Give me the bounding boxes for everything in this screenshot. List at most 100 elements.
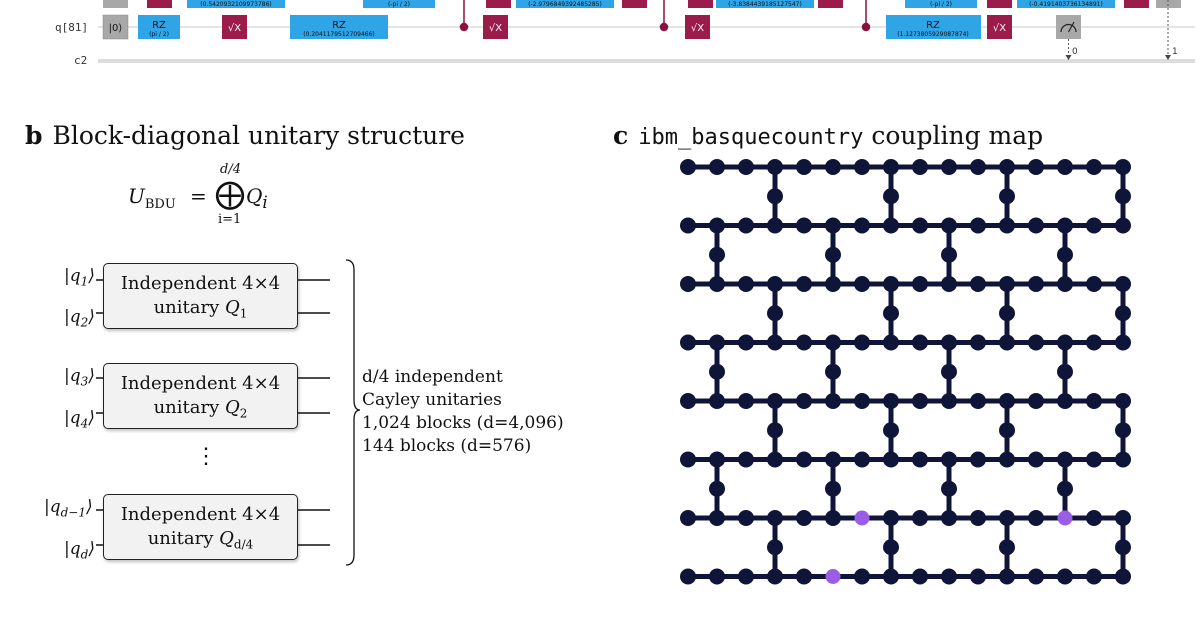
qubit-node bbox=[912, 568, 928, 585]
top-param-5: (-pi / 2) bbox=[930, 1, 952, 8]
sx-gate-4-label: √X bbox=[993, 23, 1006, 34]
qubit-node bbox=[796, 393, 812, 409]
qubit-node bbox=[825, 334, 841, 351]
circuit-wires bbox=[98, 26, 1195, 63]
coupling-nodes bbox=[680, 159, 1131, 585]
qubit-node bbox=[999, 159, 1015, 175]
qubit-node bbox=[738, 276, 754, 292]
unitary-block-q1: Independent 4×4 unitary Q1 bbox=[103, 263, 298, 329]
qubit-node bbox=[1057, 393, 1073, 409]
qubit-node bbox=[825, 217, 841, 234]
qubit-node bbox=[796, 276, 812, 292]
qubit-node bbox=[680, 451, 696, 468]
rz-gate-1-param: (pi / 2) bbox=[149, 31, 169, 38]
qubit-node bbox=[1057, 363, 1073, 380]
vertical-ellipsis: ⋮ bbox=[195, 444, 217, 469]
qubit-node bbox=[825, 159, 841, 175]
sx-gate-2-label: √X bbox=[489, 23, 502, 34]
top-row-gates: (0.5420932109973786) (-pi / 2) (-2.97968… bbox=[103, 0, 1181, 8]
qubit-node bbox=[680, 393, 696, 409]
panel-b-title-text: Block-diagonal unitary structure bbox=[52, 121, 465, 150]
equation-term: Qi bbox=[246, 184, 268, 212]
qubit-node bbox=[709, 393, 725, 409]
qubit-node bbox=[709, 451, 725, 468]
brace-line-4: 144 blocks (d=576) bbox=[362, 436, 532, 456]
qubit-node bbox=[1086, 393, 1102, 409]
top-param-2: (-pi / 2) bbox=[388, 1, 410, 8]
qubit-node bbox=[941, 334, 957, 351]
qubit-node bbox=[825, 510, 841, 526]
rz-gate-1-label: RZ bbox=[152, 20, 166, 31]
qubit-node bbox=[1028, 510, 1044, 526]
qubit-node bbox=[767, 276, 783, 292]
qubit-node bbox=[1028, 159, 1044, 175]
qubit-node bbox=[680, 159, 696, 175]
qubit-node bbox=[854, 568, 870, 585]
qubit-node bbox=[912, 334, 928, 351]
qubit-node bbox=[767, 188, 783, 205]
qubit-node bbox=[854, 334, 870, 351]
qubit-node bbox=[854, 393, 870, 409]
qubit-node bbox=[999, 276, 1015, 292]
rz-gate-2-label: RZ bbox=[332, 20, 346, 31]
qubit-node bbox=[825, 480, 841, 497]
creg-label: c2 bbox=[74, 54, 87, 67]
qubit-node bbox=[912, 451, 928, 468]
qubit-node bbox=[912, 159, 928, 175]
qubit-node bbox=[941, 246, 957, 263]
qubit-node bbox=[767, 510, 783, 526]
qubit-node bbox=[1086, 159, 1102, 175]
qubit-node bbox=[941, 217, 957, 234]
qubit-node bbox=[709, 480, 725, 497]
qubit-node bbox=[796, 451, 812, 468]
measure-output-0: 0 bbox=[1072, 47, 1078, 57]
qubit-node bbox=[999, 539, 1015, 556]
rz-gate-3 bbox=[886, 15, 981, 39]
qubit-node bbox=[1057, 159, 1073, 175]
qubit-node bbox=[825, 569, 841, 584]
equation-equals: = bbox=[190, 184, 207, 208]
coupling-map bbox=[680, 159, 1131, 585]
qubit-node bbox=[1086, 451, 1102, 468]
qubit-node bbox=[1086, 568, 1102, 585]
equation-sum-bottom: i=1 bbox=[218, 212, 242, 227]
qubit-node bbox=[999, 334, 1015, 351]
qubit-node bbox=[999, 422, 1015, 439]
reset-gate-label: |0⟩ bbox=[109, 23, 123, 34]
brace-line-1: d/4 independent bbox=[362, 367, 503, 387]
qubit-node bbox=[767, 217, 783, 234]
qubit-node bbox=[1086, 276, 1102, 292]
qubit-node bbox=[941, 159, 957, 175]
qubit-node bbox=[999, 188, 1015, 205]
qubit-node bbox=[1028, 276, 1044, 292]
qubit-node bbox=[1057, 510, 1073, 526]
qubit-node bbox=[796, 510, 812, 526]
ket-q2: |q2⟩ bbox=[64, 307, 95, 330]
qubit-node bbox=[825, 451, 841, 468]
qubit-node bbox=[767, 393, 783, 409]
qubit-node bbox=[738, 334, 754, 351]
qubit-node bbox=[680, 568, 696, 585]
reset-gate bbox=[102, 14, 129, 40]
unitary-block-qd4: Independent 4×4 unitary Qd/4 bbox=[103, 494, 298, 560]
panel-c-title-text: coupling map bbox=[871, 121, 1044, 150]
rz-gate-2-param: (0.2041179512709466) bbox=[303, 31, 374, 38]
qubit-node bbox=[941, 393, 957, 409]
qubit-node bbox=[767, 422, 783, 439]
qubit-node bbox=[999, 451, 1015, 468]
qubit-node bbox=[912, 276, 928, 292]
qubit-node bbox=[970, 393, 986, 409]
control-connectors bbox=[459, 0, 871, 32]
ket-qd: |qd⟩ bbox=[64, 539, 95, 562]
brace-line-3: 1,024 blocks (d=4,096) bbox=[362, 413, 564, 433]
qubit-node bbox=[709, 568, 725, 585]
qubit-node bbox=[709, 159, 725, 175]
qubit-node bbox=[883, 510, 899, 526]
qubit-node bbox=[941, 480, 957, 497]
qubit-node bbox=[1057, 334, 1073, 351]
qubit-node bbox=[1115, 188, 1131, 205]
qubit-node bbox=[1115, 334, 1131, 351]
qubit-node bbox=[1115, 305, 1131, 322]
qubit-node bbox=[767, 568, 783, 585]
